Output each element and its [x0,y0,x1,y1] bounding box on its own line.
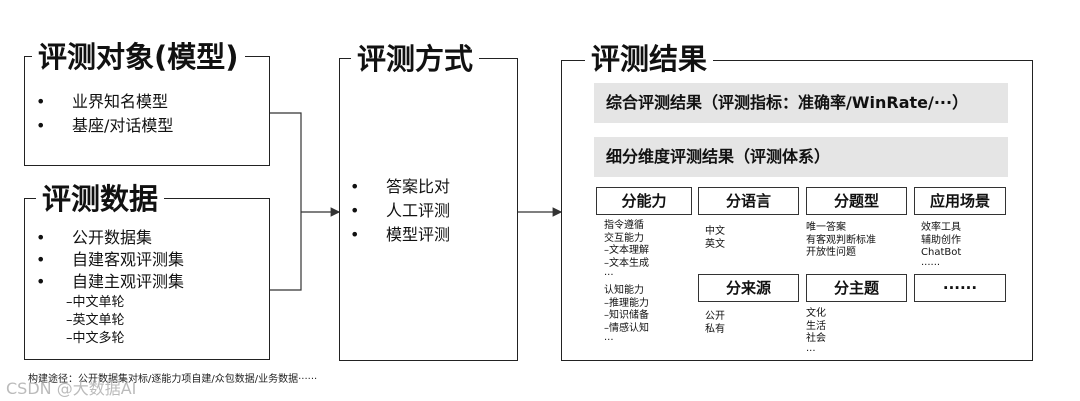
category-source: 分来源 [698,274,799,302]
data-item: •自建客观评测集 [36,250,185,269]
category-question-type: 分题型 [806,187,907,215]
category-language: 分语言 [698,187,799,215]
detail-line: 效率工具 [921,222,961,233]
detail-line: 认知能力 [604,285,644,296]
watermark: CSDN @大数据AI [6,379,137,398]
footer-note: 构建途径：公开数据集对标/逐能力项自建/众包数据/业务数据······ [28,374,318,385]
detail-line: –情感认知 [604,322,649,334]
detail-line: 有客观判断标准 [806,234,876,246]
detail-line: 公开 [705,311,725,322]
detail-line: –文本生成 [604,257,649,269]
object-box [24,56,270,166]
detail-line: 开放性问题 [806,247,856,258]
detail-line: 文化 [806,308,826,319]
connector-object-to-method [270,112,302,212]
data-sub-item: –英文单轮 [66,313,125,328]
detail-line: ······ [921,259,941,271]
detail-line: 英文 [705,238,725,250]
detail-line: 唯一答案 [806,222,846,233]
method-item: •答案比对 [350,177,451,196]
detail-line: 私有 [705,323,725,335]
object-item: •基座/对话模型 [36,116,174,135]
detail-line: –知识储备 [604,310,649,321]
detail-line: ChatBot [921,247,962,258]
data-item: •自建主观评测集 [36,272,185,291]
data-title: 评测数据 [36,182,165,216]
connector-data-to-method [270,212,302,291]
object-title: 评测对象(模型) [32,40,245,74]
result-title: 评测结果 [585,42,714,76]
method-title: 评测方式 [351,42,480,76]
method-item: •模型评测 [350,225,451,244]
category-topic: 分主题 [806,274,907,302]
data-sub-item: –中文多轮 [66,331,125,346]
category-ability: 分能力 [596,187,692,215]
category-scenario: 应用场景 [914,187,1006,215]
detail-line: 交互能力 [604,232,644,244]
detail-line: ··· [806,345,816,357]
data-item: •公开数据集 [36,228,153,247]
detailed-result-band: 细分维度评测结果（评测体系） [594,137,1008,177]
object-item: •业界知名模型 [36,92,169,111]
detail-line: –文本理解 [604,245,649,256]
category-more: ······ [914,274,1006,302]
method-box [339,58,518,361]
detail-line: 辅助创作 [921,234,961,246]
detail-line: –推理能力 [604,297,649,309]
detail-line: 生活 [806,320,826,332]
detail-line: ··· [604,270,614,281]
method-item: •人工评测 [350,201,451,220]
detail-line: 中文 [705,226,725,237]
overall-result-band: 综合评测结果（评测指标：准确率/WinRate/···） [594,83,1008,123]
detail-line: ··· [604,335,614,346]
detail-line: 指令遵循 [604,220,644,231]
detail-line: 社会 [806,333,826,344]
data-sub-item: –中文单轮 [66,295,125,310]
